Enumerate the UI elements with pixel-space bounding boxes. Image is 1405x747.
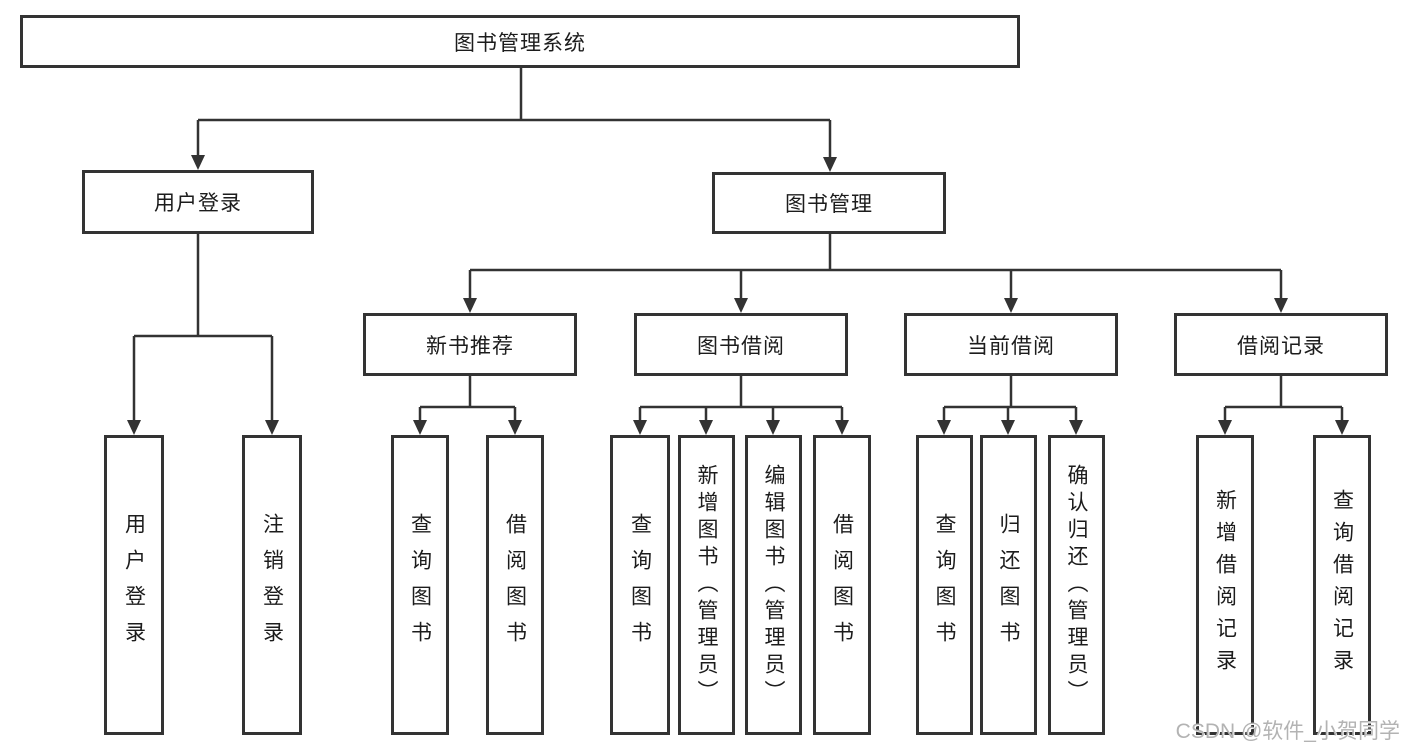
arrow-down-icon [508, 420, 522, 435]
node-label: 图书管理系统 [454, 31, 586, 55]
arrow-down-icon [1218, 420, 1232, 435]
arrow-down-icon [1001, 420, 1015, 435]
connector-bookmgmt-to-level3 [468, 234, 1283, 300]
node-user-login: 用户登录 [82, 170, 314, 234]
node-label: 注销登录 [260, 513, 284, 657]
node-borrow-books-recommend: 借阅图书 [486, 435, 544, 735]
node-label: 查询图书 [933, 513, 956, 657]
connector-currentborrow-to-leaves [942, 376, 1078, 422]
node-borrow-records: 借阅记录 [1174, 313, 1388, 376]
arrowheads [127, 155, 1349, 435]
node-book-management: 图书管理 [712, 172, 946, 234]
arrow-down-icon [823, 157, 837, 172]
node-label: 新书推荐 [426, 334, 514, 358]
arrow-down-icon [1274, 298, 1288, 313]
node-library-management-system: 图书管理系统 [20, 15, 1020, 68]
connector-bookborrow-to-leaves [638, 376, 844, 422]
node-query-books-recommend: 查询图书 [391, 435, 449, 735]
node-new-book-recommend: 新书推荐 [363, 313, 577, 376]
node-edit-book-admin: 编辑图书（管理员） [745, 435, 802, 735]
arrow-down-icon [127, 420, 141, 435]
arrow-down-icon [1004, 298, 1018, 313]
arrow-down-icon [413, 420, 427, 435]
node-label: 查询借阅记录 [1330, 489, 1354, 681]
arrow-down-icon [734, 298, 748, 313]
node-query-books-current: 查询图书 [916, 435, 973, 735]
node-query-books-borrow: 查询图书 [610, 435, 670, 735]
csdn-watermark: CSDN @软件_小贺同学 [1175, 720, 1400, 743]
node-confirm-return-admin: 确认归还（管理员） [1048, 435, 1105, 735]
connector-root-to-level2 [196, 68, 832, 160]
node-borrow-books: 借阅图书 [813, 435, 871, 735]
node-user-login-action: 用户登录 [104, 435, 164, 735]
node-label: 编辑图书（管理员） [762, 463, 785, 707]
arrow-down-icon [463, 298, 477, 313]
node-label: 当前借阅 [967, 334, 1055, 358]
connector-borrowrecord-to-leaves [1223, 376, 1344, 422]
node-label: 图书管理 [785, 193, 873, 216]
arrow-down-icon [766, 420, 780, 435]
node-label: 用户登录 [154, 192, 242, 215]
arrow-down-icon [699, 420, 713, 435]
node-label: 查询图书 [408, 513, 432, 657]
node-label: 借阅记录 [1237, 334, 1325, 358]
node-label: 查询图书 [628, 513, 652, 657]
connector-newbook-to-leaves [418, 376, 517, 422]
node-logout: 注销登录 [242, 435, 302, 735]
arrow-down-icon [633, 420, 647, 435]
node-label: 用户登录 [122, 513, 146, 657]
connector-userlogin-to-leaves [132, 234, 274, 422]
arrow-down-icon [937, 420, 951, 435]
node-current-borrow: 当前借阅 [904, 313, 1118, 376]
node-book-borrow: 图书借阅 [634, 313, 848, 376]
node-label: 图书借阅 [697, 334, 785, 358]
node-label: 归还图书 [997, 513, 1020, 657]
node-label: 新增图书（管理员） [695, 463, 718, 707]
node-return-book: 归还图书 [980, 435, 1037, 735]
arrow-down-icon [1335, 420, 1349, 435]
arrow-down-icon [1069, 420, 1083, 435]
arrow-down-icon [191, 155, 205, 170]
node-label: 借阅图书 [830, 513, 854, 657]
node-add-book-admin: 新增图书（管理员） [678, 435, 735, 735]
node-label: 确认归还（管理员） [1065, 463, 1088, 707]
node-label: 借阅图书 [503, 513, 527, 657]
node-query-borrow-record: 查询借阅记录 [1313, 435, 1371, 735]
node-label: 新增借阅记录 [1213, 489, 1237, 681]
arrow-down-icon [265, 420, 279, 435]
node-add-borrow-record: 新增借阅记录 [1196, 435, 1254, 735]
arrow-down-icon [835, 420, 849, 435]
